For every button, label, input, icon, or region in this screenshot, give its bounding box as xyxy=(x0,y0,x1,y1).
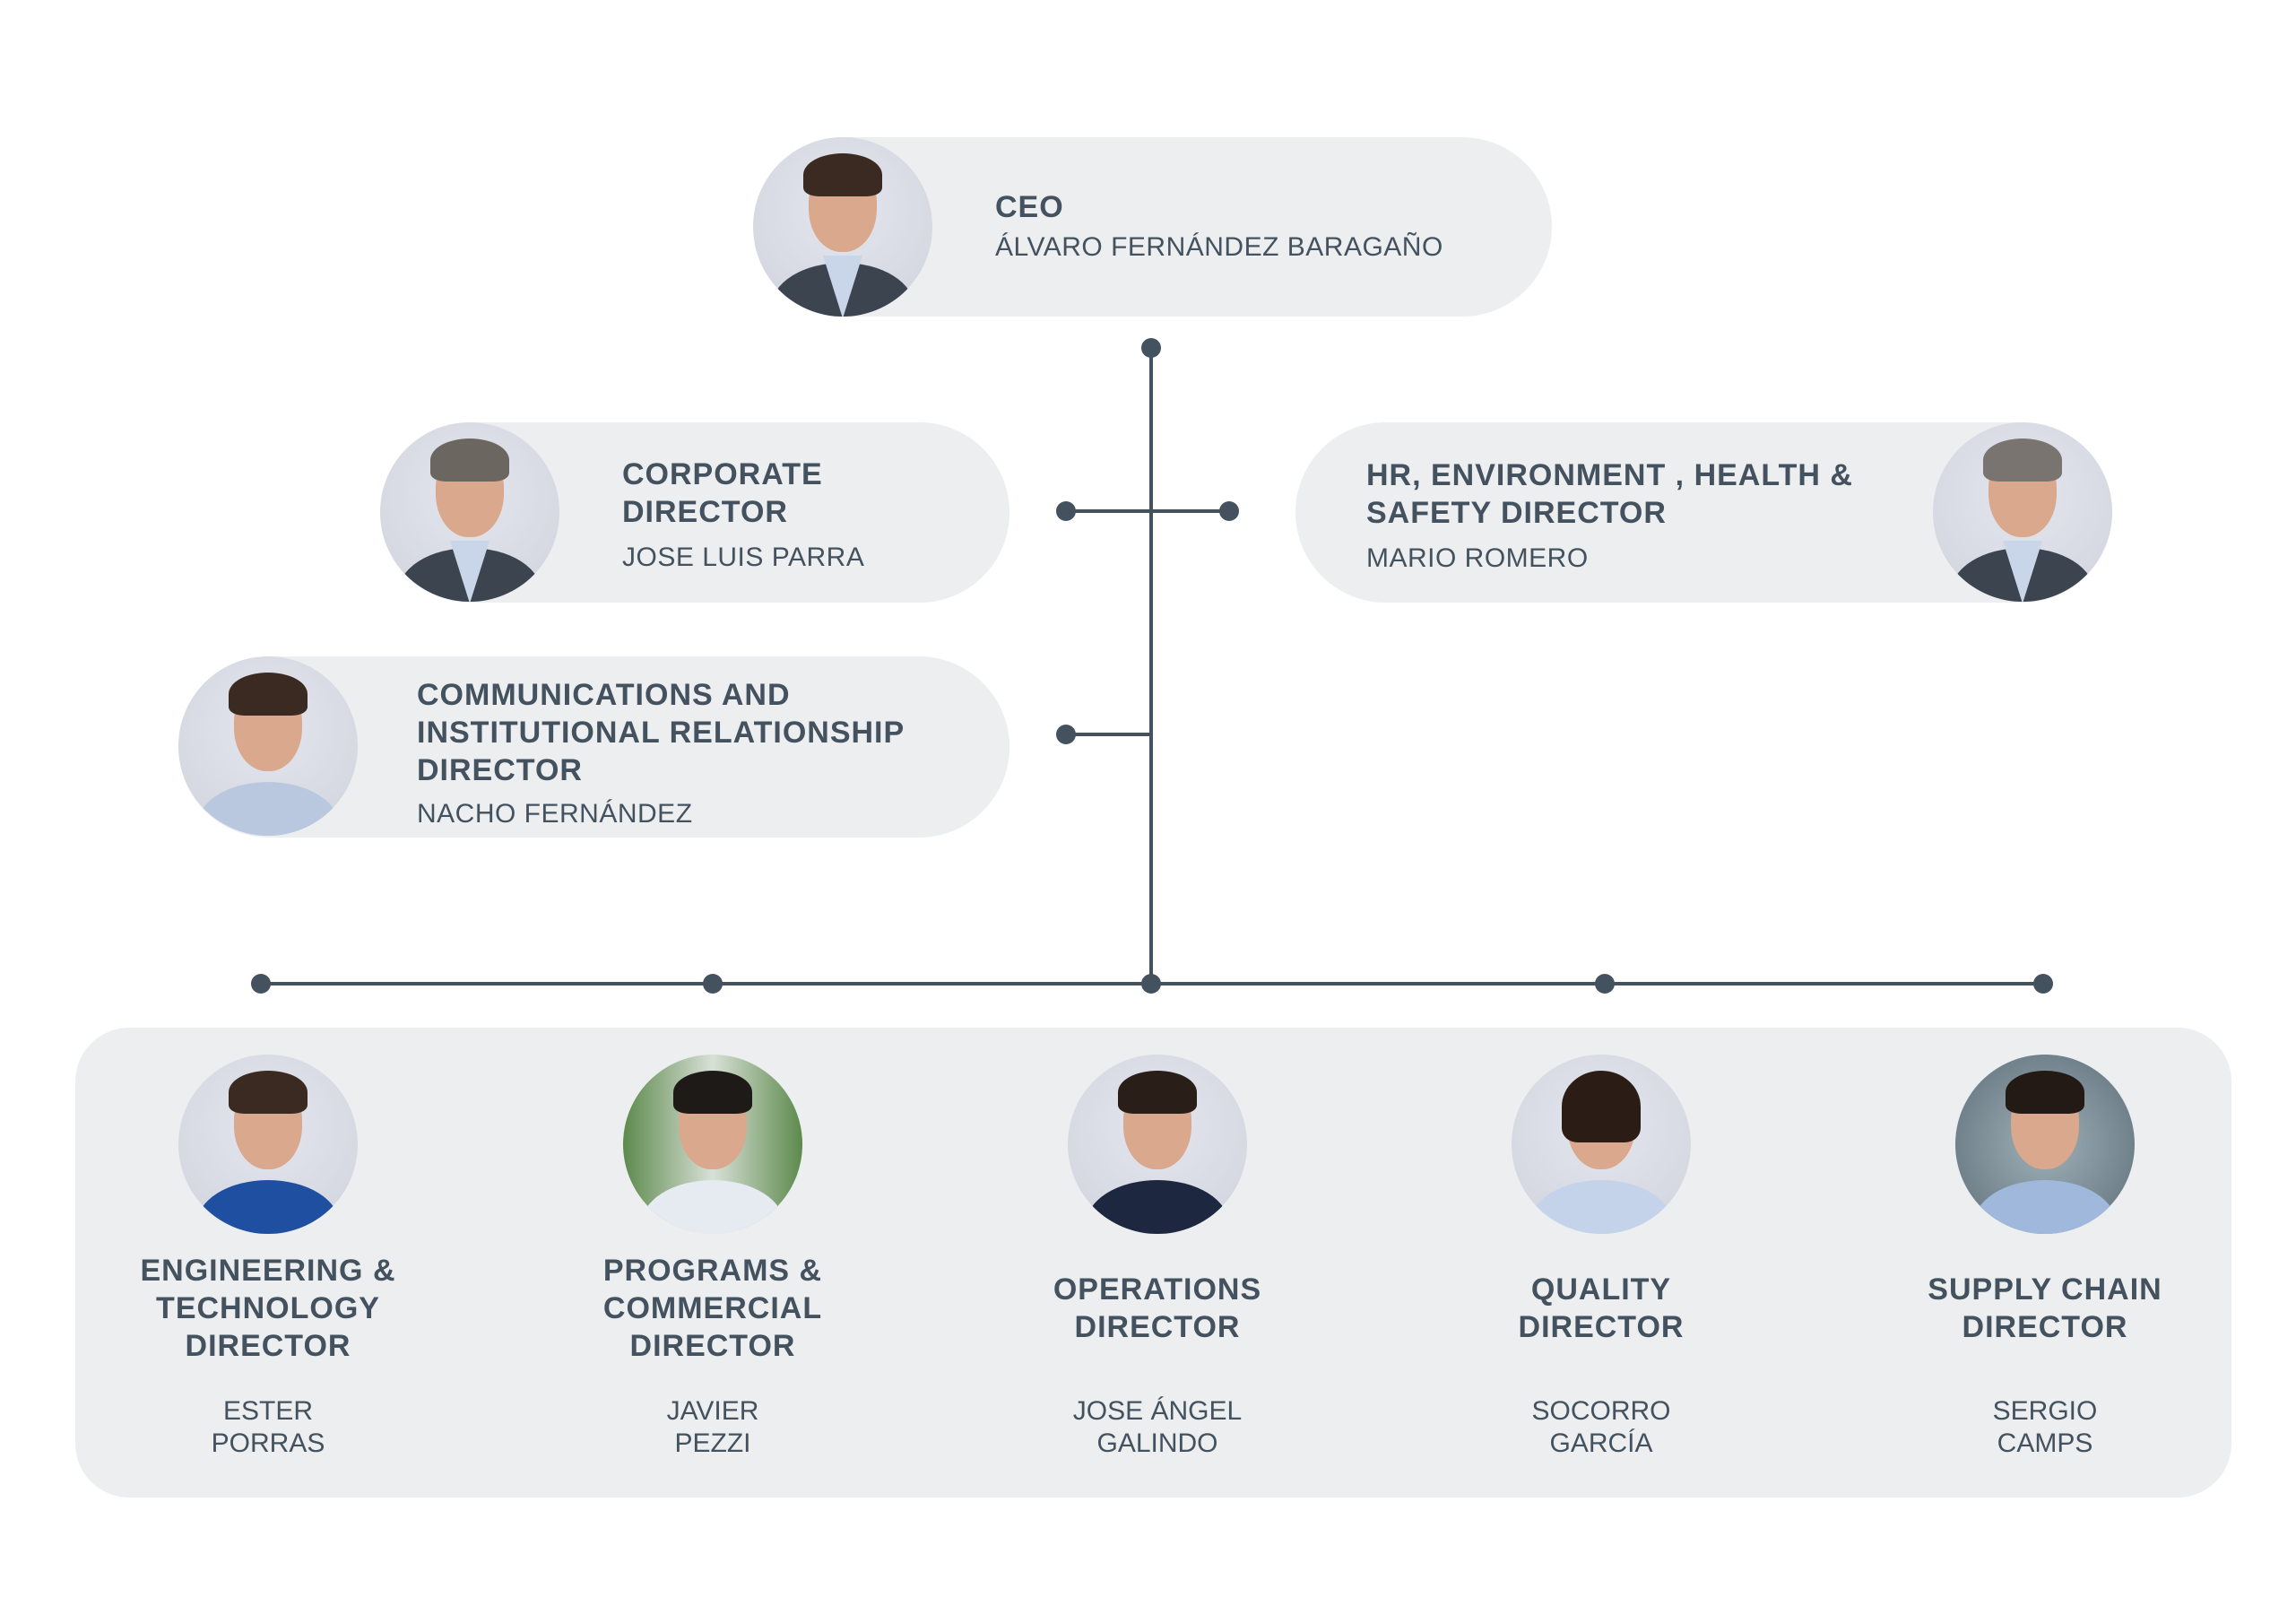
connector-dot xyxy=(703,974,723,994)
vertical-connector xyxy=(1149,347,1153,984)
comms-branch-connector xyxy=(1066,733,1151,736)
director-title-line: SUPPLY CHAIN xyxy=(1928,1272,2162,1307)
director-name-line: SERGIO xyxy=(1992,1396,2098,1426)
director-title-line: DIRECTOR xyxy=(185,1329,351,1363)
connector-dot xyxy=(2033,974,2053,994)
communications-director-title-line: INSTITUTIONAL RELATIONSHIP xyxy=(417,716,905,750)
connector-dot xyxy=(1141,974,1161,994)
director-name-line: CAMPS xyxy=(1997,1428,2093,1458)
director-name-line: JAVIER xyxy=(666,1396,759,1426)
connector-dot xyxy=(1141,338,1161,358)
director-name-line: GALINDO xyxy=(1096,1428,1218,1458)
director-photo xyxy=(178,1055,358,1234)
director-title-line: QUALITY xyxy=(1530,1272,1672,1307)
director-name-line: ESTER xyxy=(222,1396,314,1426)
director-name-line: GARCÍA xyxy=(1549,1428,1653,1458)
director-name-line: PEZZI xyxy=(674,1428,751,1458)
director-title-line: DIRECTOR xyxy=(629,1329,796,1363)
connector-dot xyxy=(251,974,271,994)
top-branch-connector xyxy=(1066,509,1229,513)
director-name-line: JOSE ÁNGEL xyxy=(1072,1396,1243,1426)
corporate-director-photo xyxy=(380,422,559,602)
director-title-line: OPERATIONS xyxy=(1053,1272,1262,1307)
connector-dot xyxy=(1595,974,1615,994)
ceo-title: CEO xyxy=(995,190,1064,224)
directors-panel: ENGINEERING & TECHNOLOGY DIRECTOR ESTER … xyxy=(75,1028,2231,1498)
corporate-director-title-line: CORPORATE xyxy=(622,457,823,491)
director-photo xyxy=(623,1055,802,1234)
ceo-name: ÁLVARO FERNÁNDEZ BARAGAÑO xyxy=(995,232,1443,262)
director-photo xyxy=(1068,1055,1247,1234)
director-title-line: ENGINEERING & xyxy=(140,1254,396,1288)
director-photo xyxy=(1512,1055,1691,1234)
director-title-line: COMMERCIAL xyxy=(602,1291,823,1325)
director-title-line: DIRECTOR xyxy=(1518,1310,1685,1344)
communications-director-photo xyxy=(178,656,358,836)
director-title-line: PROGRAMS & xyxy=(602,1254,823,1288)
director-name-line: PORRAS xyxy=(211,1428,325,1458)
hr-director-name: MARIO ROMERO xyxy=(1366,543,1589,573)
director-title-line: DIRECTOR xyxy=(1962,1310,2128,1344)
ceo-photo xyxy=(753,137,932,317)
director-title-line: DIRECTOR xyxy=(1074,1310,1241,1344)
hr-director-photo xyxy=(1933,422,2112,602)
director-photo xyxy=(1955,1055,2135,1234)
connector-dot xyxy=(1056,725,1076,744)
communications-director-title-line: DIRECTOR xyxy=(417,753,583,787)
communications-director-name: NACHO FERNÁNDEZ xyxy=(417,799,693,829)
director-name-line: SOCORRO xyxy=(1531,1396,1671,1426)
hr-director-title-line: SAFETY DIRECTOR xyxy=(1366,496,1667,530)
corporate-director-title-line: DIRECTOR xyxy=(622,495,788,529)
director-title-line: TECHNOLOGY xyxy=(156,1291,380,1325)
communications-director-title-line: COMMUNICATIONS AND xyxy=(417,678,791,712)
hr-director-title-line: HR, ENVIRONMENT , HEALTH & xyxy=(1366,458,1853,492)
corporate-director-name: JOSE LUIS PARRA xyxy=(622,543,865,572)
connector-dot xyxy=(1056,501,1076,521)
connector-dot xyxy=(1219,501,1239,521)
